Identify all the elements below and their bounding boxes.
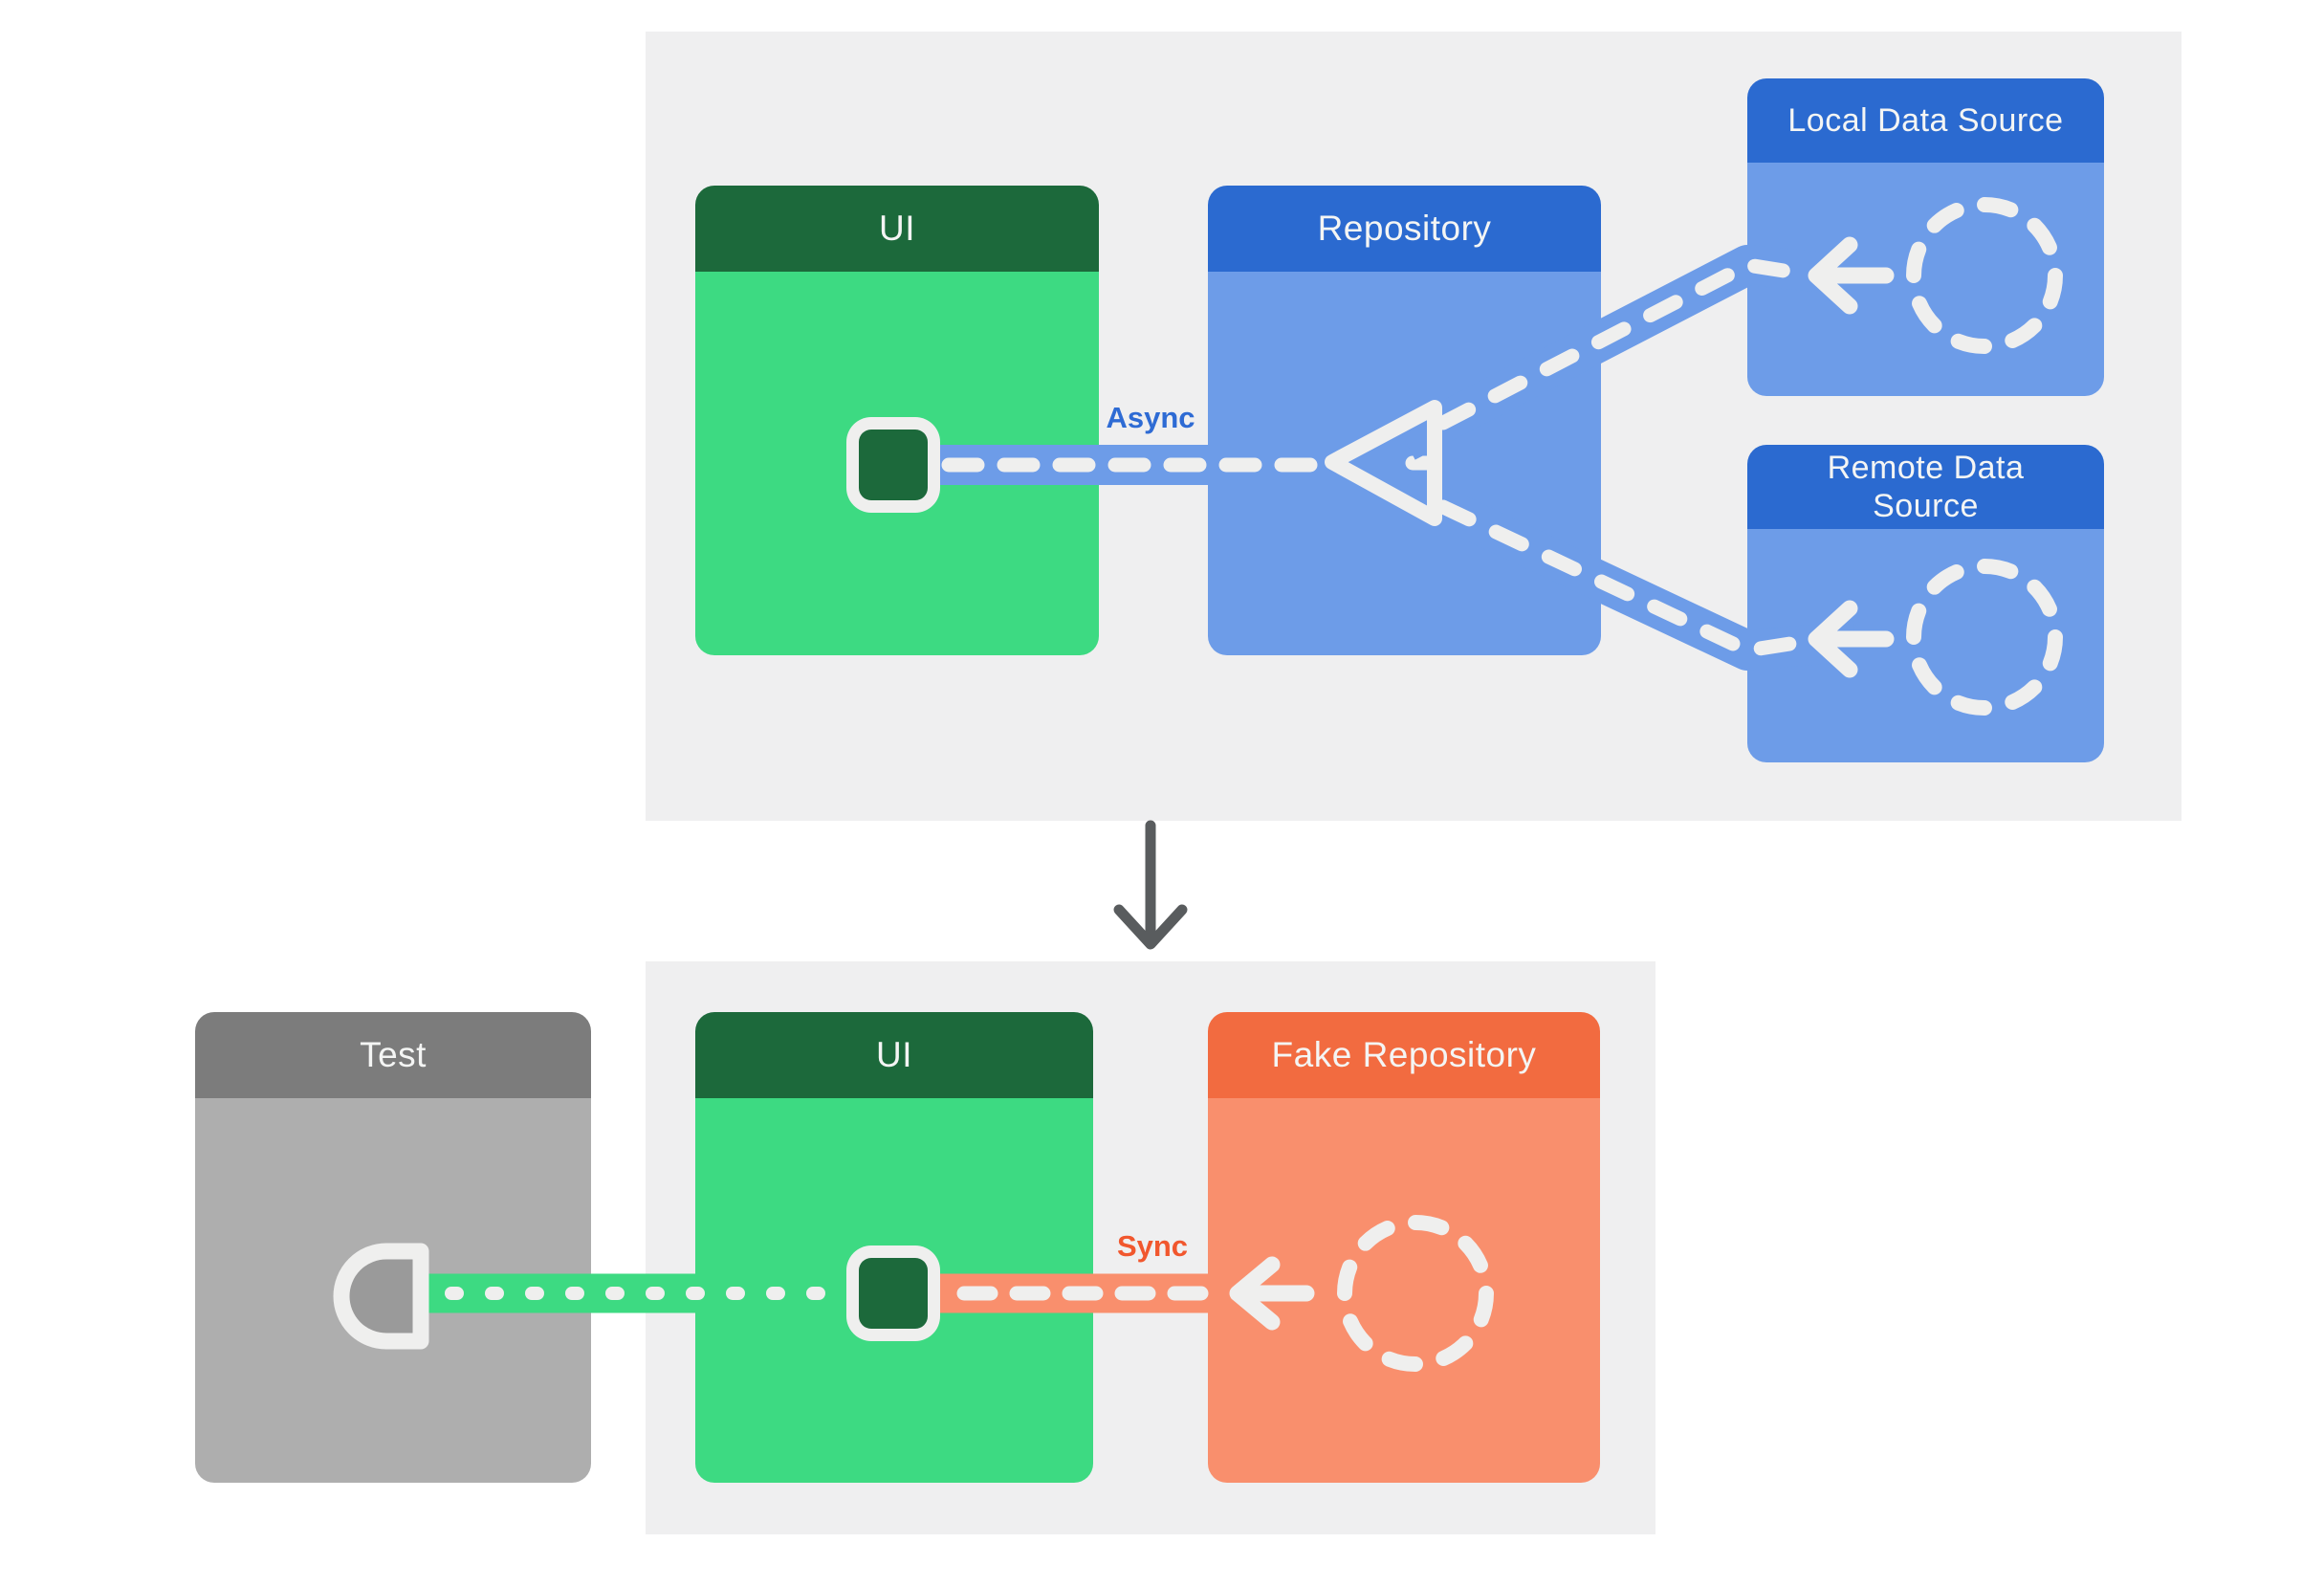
- fake-repository-box: Fake Repository: [1208, 1012, 1600, 1483]
- remote-data-source-body: [1747, 529, 2104, 762]
- async-label: Async: [1106, 401, 1195, 434]
- test-box: Test: [195, 1012, 591, 1483]
- ui-box-bottom: UI: [695, 1012, 1093, 1483]
- ui-box-top: UI: [695, 186, 1099, 655]
- local-data-source-body: [1747, 163, 2104, 396]
- ui-box-top-title: UI: [879, 209, 915, 248]
- fake-repository-header: Fake Repository: [1208, 1012, 1600, 1098]
- local-data-source-box: Local Data Source: [1747, 78, 2104, 396]
- local-data-source-header: Local Data Source: [1747, 78, 2104, 163]
- test-box-body: [195, 1098, 591, 1483]
- ui-box-bottom-title: UI: [876, 1035, 912, 1074]
- local-data-source-title: Local Data Source: [1787, 102, 2064, 139]
- ui-box-top-body: [695, 272, 1099, 655]
- fake-repository-body: [1208, 1098, 1600, 1483]
- repository-box-body: [1208, 272, 1601, 655]
- down-arrow-icon: [1113, 820, 1188, 950]
- test-box-title: Test: [360, 1035, 427, 1074]
- repository-box-header: Repository: [1208, 186, 1601, 272]
- ui-box-bottom-header: UI: [695, 1012, 1093, 1098]
- repository-box-title: Repository: [1317, 209, 1492, 248]
- sync-label: Sync: [1116, 1229, 1189, 1263]
- remote-data-source-title: Remote Data Source: [1827, 450, 2025, 524]
- remote-data-source-box: Remote Data Source: [1747, 445, 2104, 762]
- test-box-header: Test: [195, 1012, 591, 1098]
- fake-repository-title: Fake Repository: [1271, 1035, 1537, 1074]
- ui-box-top-header: UI: [695, 186, 1099, 272]
- ui-box-bottom-body: [695, 1098, 1093, 1483]
- repository-box: Repository: [1208, 186, 1601, 655]
- remote-data-source-header: Remote Data Source: [1747, 445, 2104, 529]
